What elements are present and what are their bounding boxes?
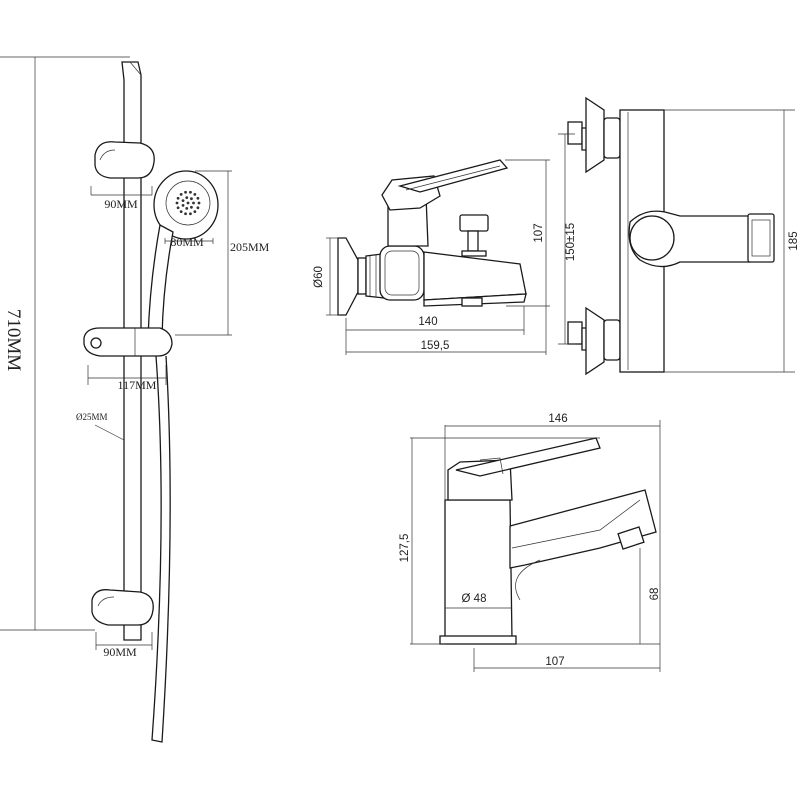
nozzle — [181, 203, 185, 207]
rail-length-label: 710MM — [3, 309, 24, 371]
height-label: 107 — [533, 223, 545, 242]
nozzle — [189, 190, 192, 194]
centre-distance-label: 150±15 — [565, 223, 577, 261]
nozzle — [197, 201, 201, 205]
bath-mixer-side-view: Ø60 140 159,5 107 — [313, 159, 550, 355]
nozzle — [190, 197, 193, 201]
hose-diameter-label: Ø25MM — [76, 412, 108, 422]
nozzle — [179, 210, 183, 214]
nozzle — [176, 196, 180, 200]
nozzle — [185, 206, 189, 210]
connection-diameter-label: Ø60 — [313, 266, 325, 288]
top-wall-bracket — [94, 141, 155, 179]
basin-mixer-body — [444, 499, 513, 641]
spout-height-label: 68 — [649, 588, 661, 601]
nozzle — [196, 206, 200, 210]
basin-mixer-base — [439, 635, 517, 645]
bottom-eccentric-flange — [585, 306, 605, 376]
basin-height-label: 127,5 — [399, 534, 411, 563]
diverter-knob — [459, 214, 489, 232]
head-height-label: 205MM — [230, 240, 270, 254]
nozzle — [186, 201, 190, 205]
bottom-wall-bracket — [91, 589, 154, 626]
shower-head-nozzles — [175, 190, 201, 216]
nozzle — [184, 212, 187, 216]
nozzle — [196, 196, 200, 200]
wall-flange — [337, 237, 359, 316]
front-height-label: 185 — [788, 231, 800, 250]
spout-depth-label: 140 — [418, 316, 437, 328]
lever-handle — [397, 159, 509, 193]
body-diameter-label: Ø 48 — [462, 593, 487, 605]
nozzle — [192, 201, 195, 205]
nozzle — [185, 196, 189, 200]
shower-handle — [147, 224, 174, 339]
basin-length-label: 146 — [548, 413, 567, 425]
mixer-body — [423, 251, 527, 301]
bath-mixer-front-view: 150±15 185 — [558, 96, 800, 376]
spout-reach-label: 107 — [545, 656, 564, 668]
total-depth-label: 159,5 — [421, 340, 450, 352]
nozzle — [193, 192, 197, 196]
nozzle — [176, 206, 180, 210]
basin-spout — [509, 489, 657, 569]
nozzle — [181, 199, 185, 203]
basin-mixer-drawing: 127,5 146 Ø 48 68 107 — [399, 413, 661, 672]
shower-set-drawing: 710MM 90MM 80MM 205MM 117MM — [0, 56, 270, 743]
head-diameter-label: 80MM — [170, 235, 204, 249]
shower-head — [153, 170, 219, 240]
hose-outlet — [461, 297, 483, 307]
aerator — [617, 526, 645, 550]
nozzle — [189, 212, 192, 216]
top-bracket-width-label: 90MM — [104, 197, 138, 211]
nozzle — [190, 205, 193, 209]
top-eccentric-flange — [585, 96, 605, 174]
nozzle — [179, 192, 183, 196]
nozzle — [193, 210, 197, 214]
nozzle — [175, 201, 179, 205]
shower-hose — [151, 355, 171, 743]
nozzle — [184, 190, 187, 194]
bottom-bracket-width-label: 90MM — [103, 645, 137, 659]
basin-lever — [455, 437, 601, 477]
slider-width-label: 117MM — [118, 378, 157, 392]
rail-slider — [83, 327, 173, 357]
